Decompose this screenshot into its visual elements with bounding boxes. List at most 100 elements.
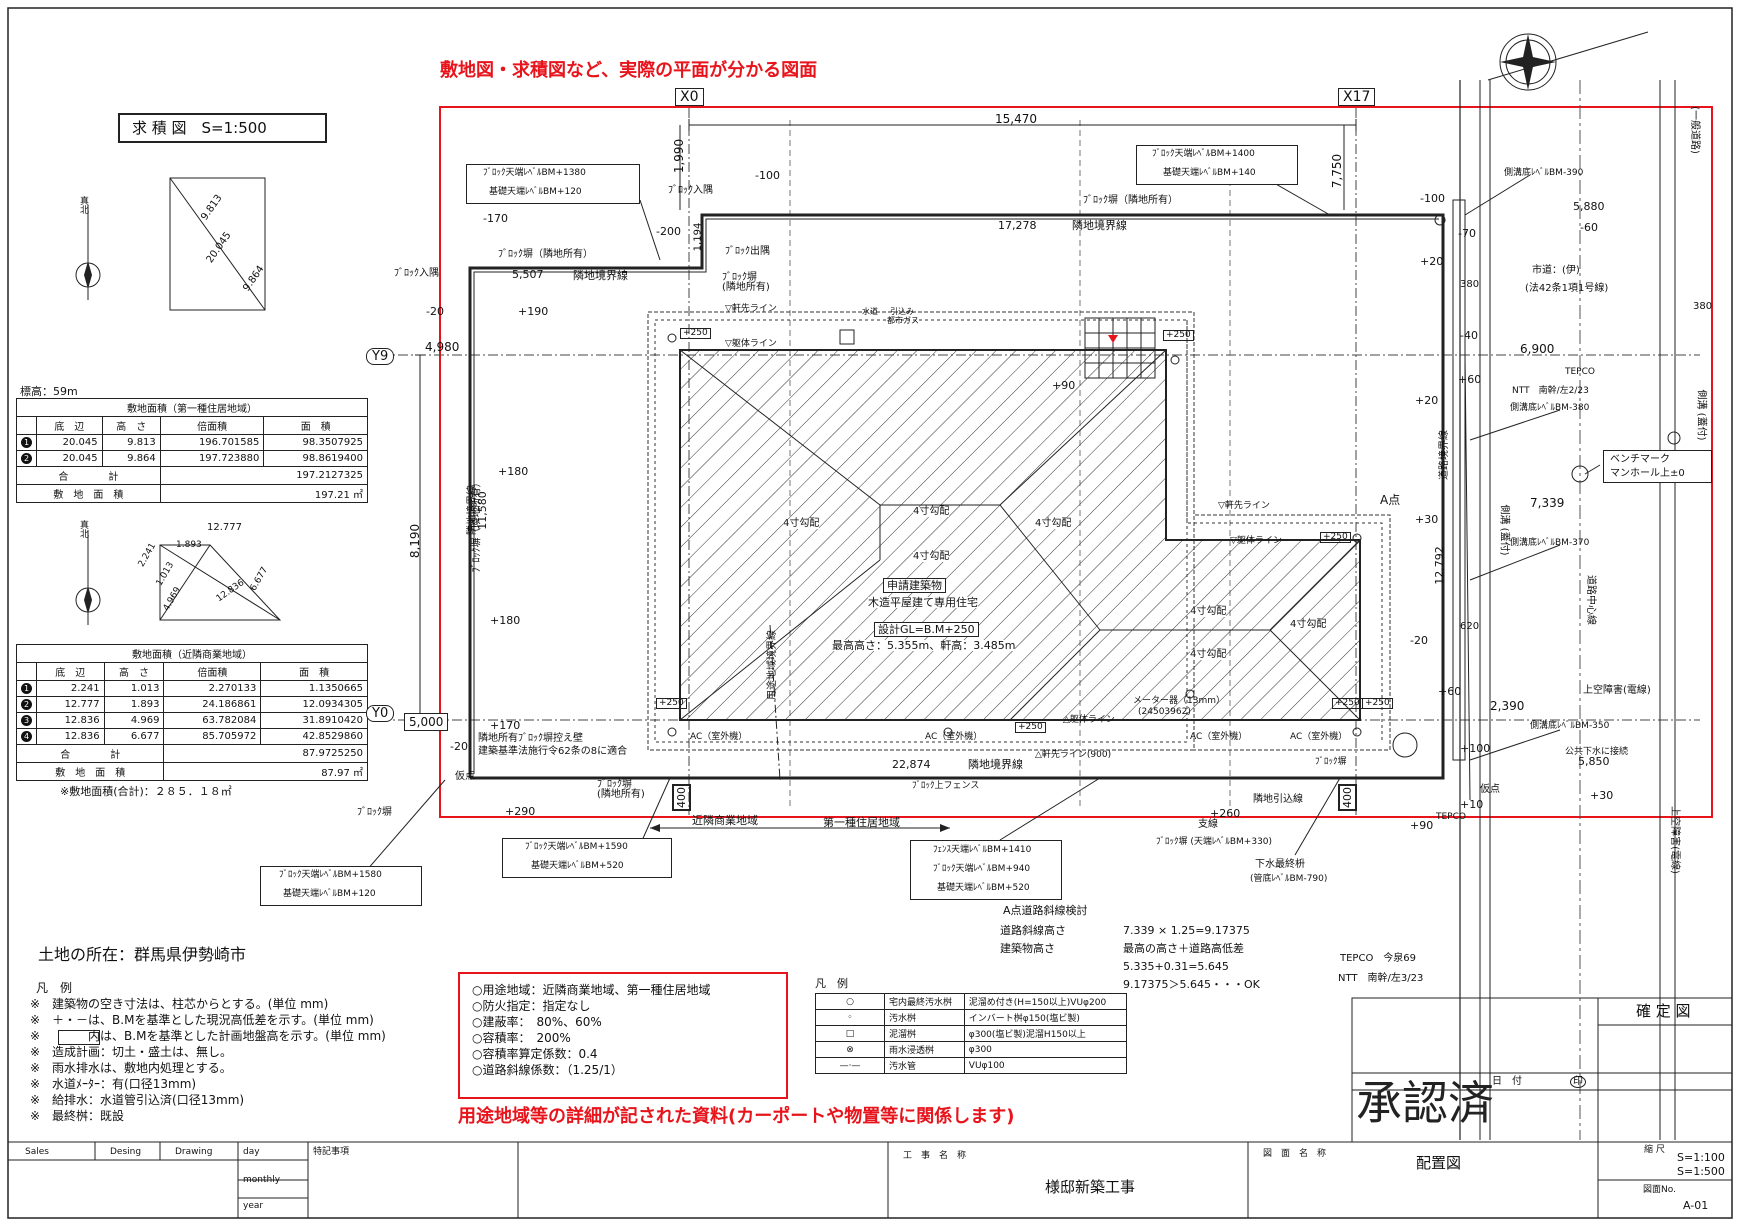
level-mark: +170: [490, 719, 521, 732]
table1-sum-label: 合 計: [16, 466, 161, 485]
dim-nw-boundary: 5,507: [512, 268, 544, 281]
kyuseki-title: 求 積 図 S=1:500: [132, 119, 267, 137]
roof-pitch: 4寸勾配: [1190, 606, 1227, 617]
dim-height-left: 8,190: [408, 523, 423, 559]
tb-scale-2: S=1:500: [1677, 1165, 1725, 1178]
level-mark: +180: [498, 465, 529, 478]
road-center-label: 道路中心線: [1585, 575, 1596, 625]
plan-label: ﾌﾞﾛｯｸ塀: [1315, 757, 1347, 767]
dim-y-span: 4,980: [425, 340, 460, 354]
table1-sum-value: 197.2127325: [159, 466, 369, 485]
legend-title: 凡 例: [815, 977, 848, 990]
level-mark: -20: [450, 740, 468, 753]
seal-icon: 印: [1570, 1076, 1586, 1088]
table2-title: 敷地面積（近隣商業地域）: [16, 644, 368, 663]
gutter-level: 側溝底ﾚﾍﾞﾙBM-380: [1510, 403, 1590, 413]
roof-pitch: 4寸勾配: [913, 506, 950, 517]
plan-level-box: +250: [1163, 330, 1194, 341]
nbr-wall-note: 隣地所有ﾌﾞﾛｯｸ塀控え壁: [478, 733, 583, 744]
level-mark: -170: [483, 212, 508, 225]
plan-level-box: +250: [680, 328, 711, 339]
compass-label-2: 真北: [80, 521, 90, 540]
plan-level-box: +250: [656, 698, 687, 709]
plan-label: A点: [1380, 493, 1401, 507]
zoning-item: ○建蔽率： 80%、60%: [472, 1015, 602, 1029]
compass-label-1: 真北: [80, 197, 90, 216]
table2-header: 面 積: [260, 662, 368, 681]
tb-work-name: 様邸新築工事: [1045, 1178, 1136, 1196]
dim-tick-380b: 380: [1693, 301, 1713, 312]
plan-label: 引込み: [890, 307, 914, 316]
plan-label: 隣地引込線: [1253, 794, 1303, 805]
zoning-item: ○容積率算定係数：0.4: [472, 1047, 598, 1061]
note-item: ※ 雨水排水は、敷地内処理とする。: [30, 1061, 232, 1075]
table2-sum-label: 合 計: [15, 744, 165, 763]
plan-label: ﾌﾞﾛｯｸ塀（隣地所有）: [1083, 195, 1178, 206]
level-mark: -100: [755, 169, 780, 182]
plan-label: AC（室外機）: [1190, 732, 1248, 742]
tri2-d1: 12.777: [207, 522, 242, 533]
table1-header: 底 辺: [36, 416, 103, 435]
level-mark: +90: [1410, 819, 1434, 832]
road-name: 市道：(伊): [1532, 265, 1580, 276]
level-mark: +100: [1460, 742, 1491, 755]
dim-road-w5: 5,850: [1578, 755, 1610, 768]
sewer-level: (管底ﾚﾍﾞﾙBM-790): [1250, 874, 1328, 884]
note-item: ※ ＋・－は、B.Mを基準とした現況高低差を示す。(単位 mm): [30, 1013, 374, 1027]
side-gutter-label: 側溝 (蓋付): [1498, 504, 1510, 556]
level-mark: -70: [1458, 227, 1476, 240]
level-mark: +30: [1415, 513, 1439, 526]
plan-level-box: +250: [1015, 722, 1046, 733]
plan-label: 支線: [1198, 819, 1218, 830]
dim-tick-380a: 380: [1460, 279, 1480, 290]
table1-area-label: 敷 地 面 積: [16, 484, 161, 503]
tb-no-label: 図面No.: [1643, 1185, 1676, 1195]
table2-sum-value: 87.9725250: [163, 744, 368, 763]
plan-label: 仮点: [455, 771, 475, 782]
gutter-level: 側溝底ﾚﾍﾞﾙBM-370: [1510, 538, 1590, 548]
zone-use-line: 用途地域境界線: [767, 630, 778, 700]
level-mark: -20: [1410, 634, 1428, 647]
note-item: ※ 水道ﾒｰﾀｰ：有(口径13mm): [30, 1077, 197, 1091]
plan-label: ﾌﾞﾛｯｸ入隅: [394, 268, 439, 279]
note-item: ※ 内は、B.Mを基準とした計画地盤高を示す。(単位 mm): [30, 1029, 386, 1043]
note-item: ※ 建築物の空き寸法は、柱芯からとする。(単位 mm): [30, 997, 329, 1011]
plan-label: 隣地境界線: [968, 758, 1023, 771]
zoning-item: ○容積率： 200%: [472, 1031, 571, 1045]
table1-header: 倍面積: [159, 416, 265, 435]
table2-header: 底 辺: [36, 662, 105, 681]
plan-level-box: +250: [1332, 698, 1363, 709]
road-check-value: 5.335+0.31=5.645: [1123, 960, 1229, 973]
gutter-level: 側溝底ﾚﾍﾞﾙBM-390: [1504, 168, 1584, 178]
top-annotation: 敷地図・求積図など、実際の平面が分かる図面: [440, 60, 818, 81]
road-check-value: 7.339 × 1.25=9.17375: [1123, 924, 1250, 937]
plan-label: ﾌﾞﾛｯｸ塀 (隣地所有): [597, 779, 645, 800]
dim-top: 15,470: [995, 112, 1037, 126]
level-mark: +30: [1590, 789, 1614, 802]
tb-year: year: [243, 1201, 264, 1211]
kyuseki-title-box: 求 積 図 S=1:500: [118, 113, 327, 143]
table2-header: 高 さ: [103, 662, 165, 681]
dim-road-w1: 5,880: [1573, 200, 1605, 213]
tb-monthly: monthly: [243, 1175, 281, 1185]
plan-label: 上空障害(電線): [1583, 685, 1651, 696]
plan-label: 隣地境界線: [573, 269, 628, 282]
road-check-value: 最高の高さ＋道路高低差: [1123, 942, 1244, 955]
benchmark-box: ベンチマーク マンホール上±0: [1603, 450, 1712, 483]
plan-label: ﾌﾞﾛｯｸ塀: [357, 807, 392, 818]
tb-special: 特記事項: [313, 1147, 350, 1157]
plan-label: ▽躯体ライン: [725, 339, 777, 349]
roof-pitch: 4寸勾配: [1035, 518, 1072, 529]
zoning-box: ○用途地域：近隣商業地域、第一種住居地域 ○防火指定：指定なし ○建蔽率： 80…: [458, 972, 788, 1099]
land-location: 土地の所在：群馬県伊勢崎市: [38, 945, 247, 964]
callout-blockwall: ﾌﾞﾛｯｸ塀 (天端ﾚﾍﾞﾙBM+330): [1156, 837, 1273, 847]
callout-se: ﾌｪﾝｽ天端ﾚﾍﾞﾙBM+1410 ﾌﾞﾛｯｸ天端ﾚﾍﾞﾙBM+940 基礎天端…: [910, 840, 1062, 900]
road-check-label: 建築物高さ: [1000, 942, 1055, 955]
